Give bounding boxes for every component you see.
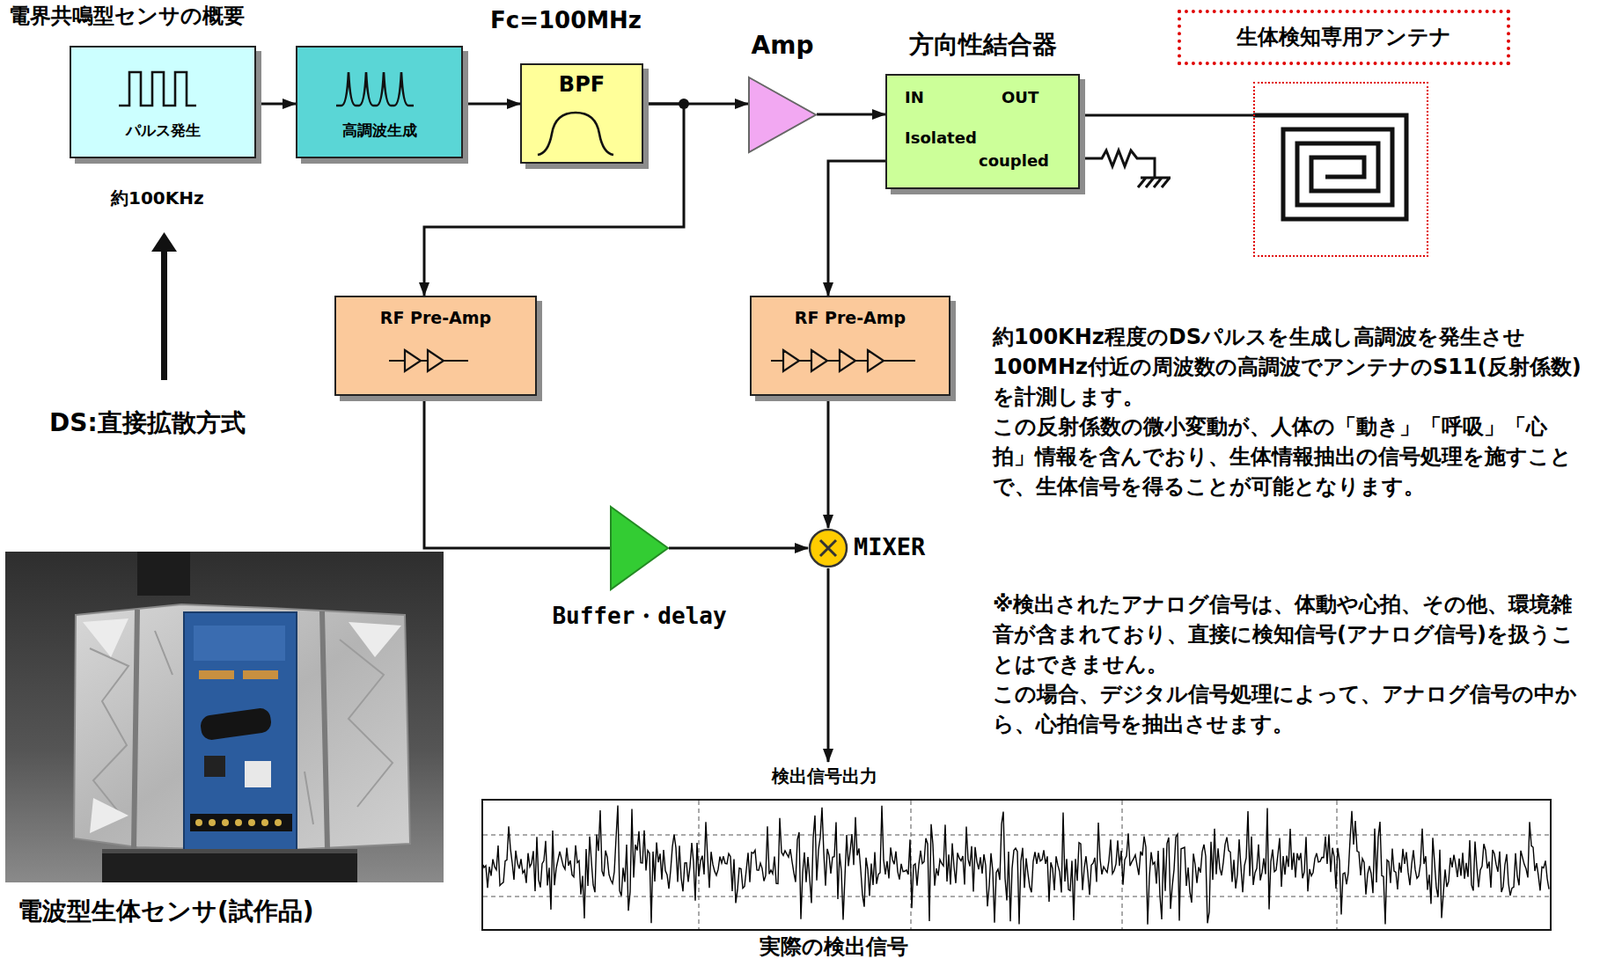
buffer-triangle bbox=[609, 506, 669, 591]
buffer-label: Buffer・delay bbox=[508, 602, 771, 631]
signal-trace bbox=[483, 806, 1549, 925]
chart-grid bbox=[483, 800, 1550, 930]
box-label: RF Pre-Amp bbox=[336, 308, 536, 329]
capacitor-part bbox=[198, 707, 272, 742]
note-text: この反射係数の微小変動が、人体の「動き」「呼吸」「心拍」情報を含んでおり、生体情… bbox=[992, 411, 1588, 502]
antenna-spiral bbox=[1253, 115, 1407, 220]
photo-stand bbox=[102, 849, 358, 883]
chart-frame bbox=[482, 800, 1551, 931]
port-name: IN bbox=[904, 88, 925, 108]
box-label: 高調波生成 bbox=[297, 121, 462, 140]
mixer-node: MIXER bbox=[807, 528, 849, 569]
signal-connector bbox=[256, 102, 296, 106]
box-label: パルス発生 bbox=[71, 121, 255, 140]
photo-caption: 電波型生体センサ(試作品) bbox=[17, 896, 315, 927]
port-name: Isolated bbox=[904, 128, 977, 148]
header-pins bbox=[195, 819, 282, 827]
ds-arrow-shaft bbox=[161, 248, 168, 381]
resistor-part bbox=[242, 670, 279, 680]
amplifier-icon bbox=[388, 343, 470, 379]
signal-output: 検出信号出力実際の検出信号 bbox=[481, 762, 1552, 963]
label-sticker bbox=[244, 761, 272, 788]
resistor-part bbox=[198, 670, 235, 680]
note-text: この場合、デジタル信号処理によって、アナログ信号の中から、心拍信号を抽出させます… bbox=[992, 679, 1588, 740]
signal-connector bbox=[827, 396, 830, 529]
harmonic-icon bbox=[334, 66, 416, 111]
amplifier-label: Amp bbox=[730, 30, 835, 61]
signal-connector bbox=[462, 102, 521, 106]
signal-connector bbox=[816, 113, 886, 117]
output-label: 検出信号出力 bbox=[736, 765, 913, 787]
coupler-box: 方向性結合器INOUTIsolatedcoupled bbox=[885, 73, 1080, 190]
coupler-heading: 方向性結合器 bbox=[860, 29, 1105, 60]
bandpass-icon bbox=[535, 107, 616, 159]
signal-connector bbox=[827, 568, 830, 763]
board-trace bbox=[193, 625, 286, 661]
circuit-board bbox=[183, 612, 297, 852]
port-name: coupled bbox=[978, 151, 1050, 171]
note-text: ※検出されたアナログ信号は、体動や心拍、その他、環境雑音が含まれており、直接に検… bbox=[992, 589, 1588, 680]
signal-connector bbox=[1079, 114, 1254, 118]
photo-node: 電波型生体センサ(試作品) bbox=[5, 551, 444, 883]
note-text: 約100KHz程度のDSパルスを生成し高調波を発生させ100MHz付近の周波数の… bbox=[992, 322, 1588, 412]
frequency-label: 約100KHz bbox=[110, 186, 205, 211]
box-label: BPF bbox=[521, 72, 642, 98]
signal-connector bbox=[828, 161, 886, 296]
foil-block bbox=[73, 604, 411, 852]
amplifier-triangle bbox=[748, 76, 817, 154]
photo-ground bbox=[5, 551, 444, 883]
resistor-symbol bbox=[1079, 150, 1155, 178]
diagram-title: 電界共鳴型センサの概要 bbox=[8, 1, 245, 30]
mixer-circle bbox=[807, 528, 849, 569]
amplifier-icon bbox=[770, 343, 918, 379]
mixer-label: MIXER bbox=[853, 533, 925, 562]
signal-connector bbox=[668, 547, 808, 551]
process-box: パルス発生 bbox=[69, 45, 257, 159]
photo-cable bbox=[137, 551, 191, 596]
signal-chart bbox=[482, 800, 1551, 931]
port-name: OUT bbox=[1001, 88, 1039, 108]
box-label: RF Pre-Amp bbox=[751, 308, 949, 329]
antenna-region: 生体検知専用アンテナ bbox=[1253, 81, 1429, 257]
ds-arrow-head bbox=[151, 232, 177, 252]
signal-connector bbox=[424, 396, 610, 549]
method-label: DS:直接拡散方式 bbox=[49, 406, 246, 441]
preamp-box: RF Pre-Amp bbox=[749, 295, 951, 397]
amplifier-node: Amp bbox=[748, 30, 817, 154]
chart-caption: 実際の検出信号 bbox=[701, 934, 966, 961]
preamp-box: RF Pre-Amp bbox=[334, 295, 537, 397]
chip-part bbox=[204, 755, 226, 778]
antenna-heading: 生体検知専用アンテナ bbox=[1177, 9, 1511, 66]
photo-stand-edge bbox=[102, 849, 358, 854]
pin-header bbox=[190, 814, 293, 832]
prototype-photo bbox=[5, 551, 444, 883]
filter-box: BPF bbox=[520, 63, 644, 164]
frequency-label: Fc=100MHz bbox=[490, 7, 642, 34]
ground-symbol bbox=[1137, 177, 1171, 188]
pulse-icon bbox=[117, 66, 199, 111]
buffer-node: Buffer・delay bbox=[609, 506, 669, 591]
process-box: 高調波生成 bbox=[295, 45, 463, 159]
